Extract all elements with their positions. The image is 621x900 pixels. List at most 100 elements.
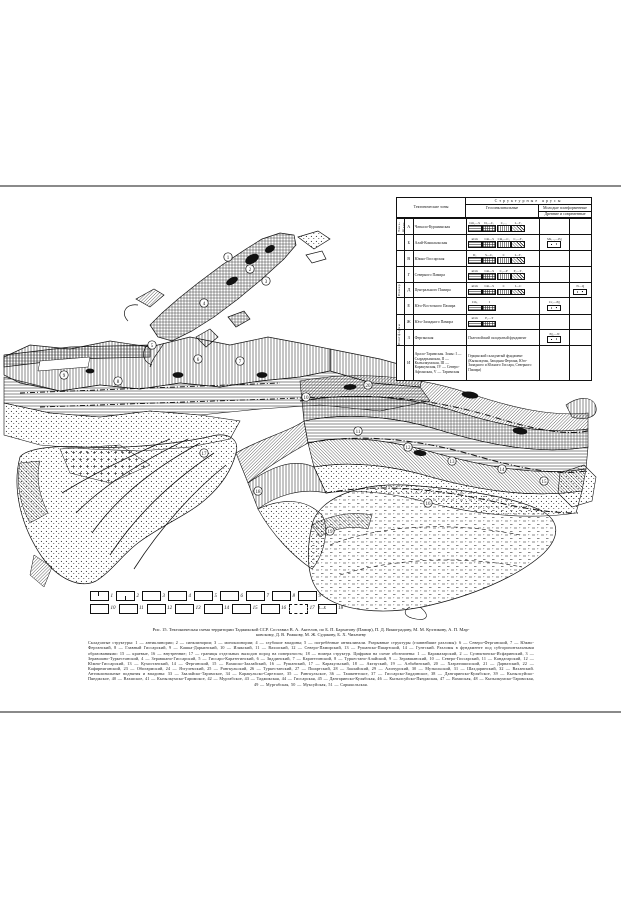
legend-row-letter: Б [405, 235, 414, 251]
structure-number-circle [497, 464, 507, 474]
stage-pattern-swatch [496, 257, 511, 264]
stage-label: C [502, 284, 505, 289]
structure-number-circle [403, 442, 413, 452]
legend-zone-name: Арало-Таримская. Зоны: I — Сырдарьинская… [414, 346, 468, 381]
symbol-number: 6 [240, 593, 244, 599]
legend-platform-cell [540, 346, 570, 381]
stage-pattern-swatch [511, 225, 526, 232]
legend-row-letter: Е [405, 298, 414, 315]
structure-number-circle [423, 498, 433, 508]
symbol-swatch [232, 603, 252, 614]
symbol-swatch [246, 591, 265, 601]
stage-pattern-swatch [496, 288, 511, 296]
symbol-swatch [220, 591, 239, 601]
stage-pattern-swatch [467, 304, 482, 312]
structure-number: 11 [356, 430, 361, 435]
figure-caption-title: Рис. 15. Тектоническая схема территории … [152, 627, 470, 638]
legend-row-letter: Г [405, 267, 414, 283]
symbol-swatch: I—Б [317, 603, 337, 614]
structure-number: 16 [426, 502, 432, 507]
symbol-number: 13 [195, 606, 201, 611]
legend-group-label: Платформы [397, 323, 401, 346]
legend-far-cell: N—Q [570, 283, 591, 297]
stage-pattern-swatch [511, 288, 526, 296]
stage-label: D₂—C₁ [484, 220, 495, 225]
legend-col-platform-sub: Древние и современные [544, 211, 586, 217]
legend-row-letter: А [405, 219, 414, 235]
map-symbol-8: 8 [272, 591, 295, 601]
stage-label: C₂₋₃ [500, 220, 507, 225]
symbol-swatch [116, 591, 135, 601]
structure-number: 3 [265, 280, 268, 285]
symbol-number: 15 [252, 606, 258, 611]
legend-platform-cell [540, 267, 570, 283]
stage-pattern-swatch [511, 273, 526, 280]
stage-label: D₂ [473, 252, 477, 257]
symbol-number: 16 [281, 606, 287, 611]
legend-zone-name: Южно-Гиссарская [414, 251, 468, 267]
legend-zone-name: Юго-Восточного Памира [414, 298, 468, 315]
legend-zone-name: Ферганская [414, 330, 468, 346]
structure-number-circle [199, 298, 209, 308]
symbol-swatch [146, 603, 166, 614]
structure-number-circle [245, 264, 255, 274]
legend-platform-cell [540, 219, 570, 235]
stage-label: P₂—T [485, 316, 494, 321]
map-symbol-11: 11 [118, 603, 144, 614]
stage-pattern-swatch [467, 257, 482, 264]
stage-label: Cm—S [484, 268, 495, 273]
symbol-number: 10 [110, 606, 116, 611]
stage-pattern-swatch [467, 320, 482, 328]
stage-label: C₂—P [499, 268, 508, 273]
stage-label: P₂—T₁ [513, 268, 523, 273]
structure-number: 6 [197, 358, 200, 363]
legend-far-cell [570, 219, 591, 234]
stage-label: вCm [471, 268, 478, 273]
legend-far-cell [570, 235, 591, 250]
page-bottom-rule [0, 711, 621, 713]
symbol-number: 5 [214, 593, 218, 599]
legend-basement-note: Герцинский складчатый фундамент (Кызылку… [467, 346, 541, 381]
stage-label: C₂—T₁ [513, 236, 523, 241]
structure-number-circle [325, 526, 335, 536]
map-symbol-5: 5 [194, 591, 217, 601]
map-symbol-14: 14 [203, 603, 229, 614]
legend-basement-note: Палеозойский складчатый фундамент [467, 330, 541, 346]
stage-pattern-swatch [482, 241, 497, 248]
stage-label: I—T₁ [514, 252, 522, 257]
symbol-swatch [289, 603, 309, 614]
legend-zone-name: Северного Памира [414, 267, 468, 283]
map-symbol-12: 12 [146, 603, 172, 614]
far-stage-label: N—Q [576, 284, 585, 289]
symbol-swatch [90, 603, 109, 614]
symbol-number: 1 [110, 593, 114, 599]
symbol-number: 18 [338, 606, 344, 611]
legend-platform-cell: Pg₃—N [540, 330, 570, 346]
legend-zone-name: Центрального Памира [414, 283, 468, 298]
legend-row-letter: В [405, 251, 414, 267]
structure-number-circle [199, 448, 209, 458]
legend-far-cell [570, 330, 591, 345]
legend-row-letter: З [405, 330, 414, 346]
legend-platform-cell: Mz₁₋₂—Pg [540, 235, 570, 251]
symbol-swatch [118, 603, 138, 614]
map-symbol-2: 2 [116, 591, 139, 601]
stage-pattern-swatch [482, 304, 497, 312]
symbol-number: 2 [136, 593, 140, 599]
legend-zone-name: Чаткало-Кураминская [414, 219, 468, 235]
symbol-swatch [203, 603, 223, 614]
symbol-swatch [260, 603, 280, 614]
stage-pattern-swatch [467, 241, 482, 248]
map-symbol-1: 1 [90, 591, 113, 601]
platform-stage-label: Cr₂—Pg [549, 300, 560, 305]
map-symbol-3: 3 [142, 591, 165, 601]
